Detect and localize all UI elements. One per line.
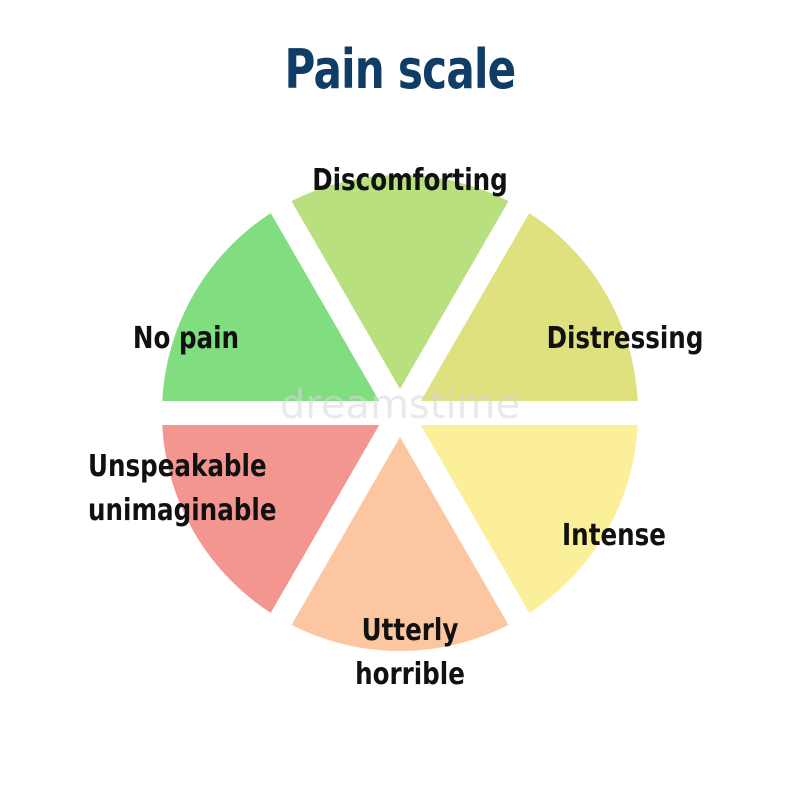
- label-no-pain: No pain: [133, 322, 239, 356]
- page-title: Pain scale: [284, 38, 517, 101]
- watermark: dreamstime: [280, 382, 520, 428]
- segment-separator: [267, 406, 411, 631]
- label-distressing: Distressing: [547, 322, 704, 356]
- segment-intense: [400, 413, 638, 620]
- label-line: unimaginable: [88, 494, 277, 528]
- label-unspeakable: Unspeakable unimaginable: [88, 450, 277, 528]
- label-line: Discomforting: [312, 164, 508, 198]
- segment-distressing: [400, 206, 638, 413]
- label-line: Distressing: [547, 322, 704, 356]
- label-line: Intense: [562, 519, 666, 553]
- wheel-separators: [156, 195, 644, 631]
- label-line: horrible: [355, 658, 465, 692]
- label-utterly-horrible: Utterly horrible: [355, 614, 465, 692]
- segment-no-pain: [162, 206, 400, 413]
- label-line: Unspeakable: [88, 450, 267, 484]
- segment-separator: [389, 195, 533, 420]
- segment-separator: [267, 195, 411, 420]
- label-discomforting: Discomforting: [312, 164, 508, 198]
- label-line: Utterly: [362, 614, 459, 648]
- wheel-segments: [162, 174, 638, 652]
- segment-unspeakable: [162, 413, 400, 620]
- segment-separator: [389, 406, 533, 631]
- label-intense: Intense: [562, 519, 666, 553]
- segment-discomforting: [281, 174, 519, 413]
- segment-utterly-horrible: [281, 413, 519, 652]
- label-line: No pain: [133, 322, 239, 356]
